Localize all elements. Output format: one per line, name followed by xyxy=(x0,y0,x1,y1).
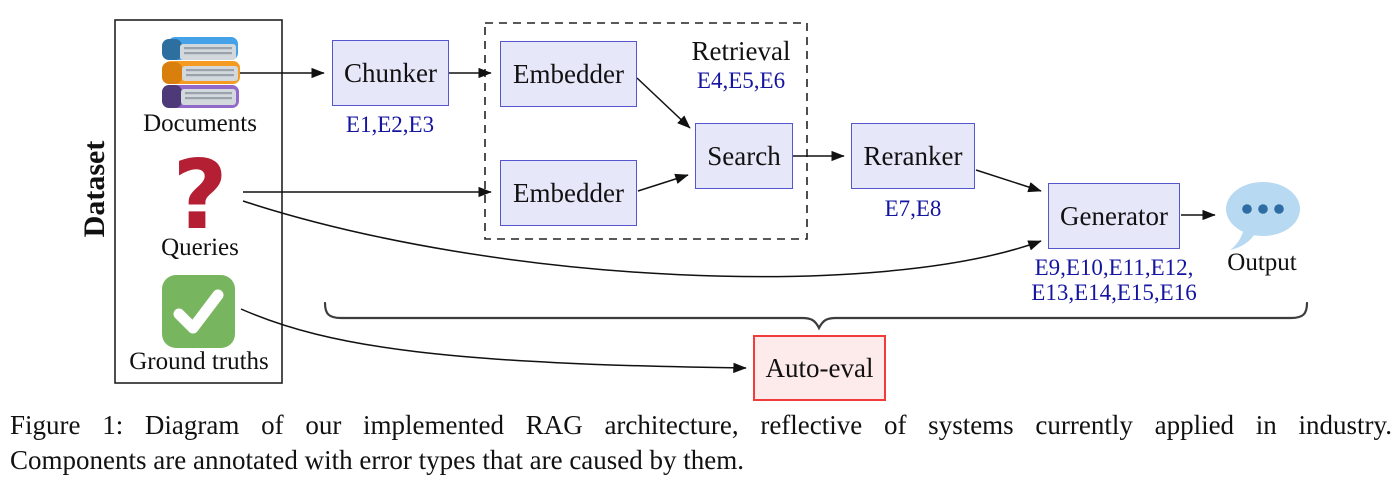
reranker-errors: E7,E8 xyxy=(884,196,942,221)
embedder-top-node: Embedder xyxy=(500,41,637,107)
speech-bubble-icon xyxy=(1226,182,1300,250)
output-label: Output xyxy=(1227,249,1297,276)
auto-eval-node: Auto-eval xyxy=(753,335,886,401)
ground-truths-label: Ground truths xyxy=(129,348,269,375)
generator-errors-line1: E9,E10,E11,E12, xyxy=(1034,255,1194,280)
pipeline-brace xyxy=(323,301,1309,331)
generator-errors: E9,E10,E11,E12, E13,E14,E15,E16 xyxy=(1031,255,1196,305)
queries-label: Queries xyxy=(161,234,239,261)
dataset-title: Dataset xyxy=(78,140,111,238)
figure-caption: Figure 1: Diagram of our implemented RAG… xyxy=(10,408,1392,478)
question-mark-icon: ? xyxy=(172,141,228,251)
caption-line2: Components are annotated with error type… xyxy=(10,445,745,475)
caption-line1: Figure 1: Diagram of our implemented RAG… xyxy=(10,410,1392,440)
retrieval-group-title: Retrieval xyxy=(691,36,791,66)
documents-label: Documents xyxy=(143,110,257,137)
search-node: Search xyxy=(695,123,793,189)
chunker-node: Chunker xyxy=(332,40,449,106)
chunker-errors: E1,E2,E3 xyxy=(345,112,435,137)
books-icon xyxy=(162,37,240,108)
generator-errors-line2: E13,E14,E15,E16 xyxy=(1031,280,1197,305)
book-bottom xyxy=(162,85,239,108)
embedder-bottom-node: Embedder xyxy=(500,160,637,226)
checkmark-icon xyxy=(162,275,235,348)
reranker-node: Reranker xyxy=(851,123,975,189)
arrow-embedder-top-search xyxy=(636,77,691,129)
arrow-embedder-bottom-search xyxy=(637,173,689,192)
retrieval-errors: E4,E5,E6 xyxy=(696,68,786,93)
book-top xyxy=(162,37,238,60)
dataset-frame xyxy=(114,19,283,384)
book-middle xyxy=(162,61,240,84)
arrow-reranker-generator xyxy=(975,169,1042,193)
retrieval-dashed-frame xyxy=(484,22,808,240)
arrow-queries-generator-curve xyxy=(242,200,1042,278)
arrow-groundtruths-autoeval-curve xyxy=(240,308,747,374)
generator-node: Generator xyxy=(1048,183,1180,249)
